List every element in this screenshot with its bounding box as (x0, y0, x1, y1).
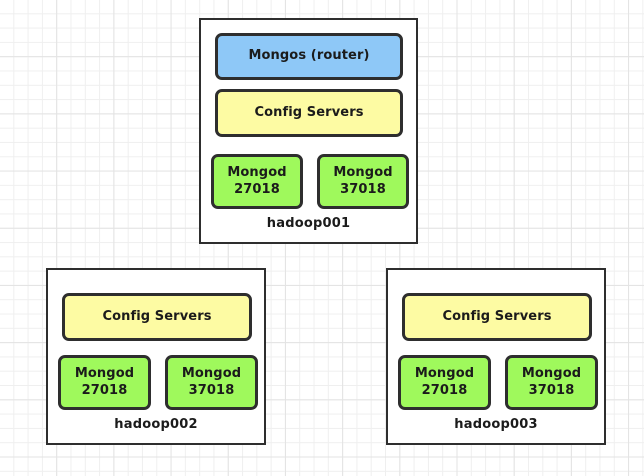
node-mongod-27018[interactable]: Mongod 27018 (58, 355, 151, 410)
node-port: 27018 (421, 382, 468, 398)
node-label: Mongod (333, 165, 393, 181)
node-label: Config Servers (102, 308, 212, 324)
node-mongod-27018[interactable]: Mongod 27018 (398, 355, 491, 410)
node-port: 37018 (188, 382, 235, 398)
node-port: 27018 (234, 181, 280, 197)
host-label-hadoop001: hadoop001 (266, 216, 351, 231)
node-port: 37018 (528, 382, 575, 398)
host-container-hadoop002: Config Servers Mongod 27018 Mongod 37018… (46, 268, 266, 445)
node-port: 27018 (81, 382, 128, 398)
node-config-servers[interactable]: Config Servers (402, 293, 592, 341)
node-label: Config Servers (254, 104, 364, 120)
node-label: Config Servers (442, 308, 552, 324)
node-mongos-router[interactable]: Mongos (router) (215, 33, 403, 80)
node-label: Mongos (router) (248, 48, 370, 64)
node-mongod-37018[interactable]: Mongod 37018 (165, 355, 258, 410)
node-label: Mongod (227, 165, 287, 181)
host-label-hadoop002: hadoop002 (114, 417, 198, 432)
node-config-servers[interactable]: Config Servers (62, 293, 252, 341)
node-label: Mongod (414, 366, 475, 382)
node-config-servers[interactable]: Config Servers (215, 89, 403, 137)
node-mongod-37018[interactable]: Mongod 37018 (317, 154, 409, 209)
node-label: Mongod (181, 366, 242, 382)
host-container-hadoop001: Mongos (router) Config Servers Mongod 27… (199, 18, 418, 244)
node-port: 37018 (340, 181, 386, 197)
node-label: Mongod (74, 366, 135, 382)
node-mongod-37018[interactable]: Mongod 37018 (505, 355, 598, 410)
host-container-hadoop003: Config Servers Mongod 27018 Mongod 37018… (386, 268, 606, 445)
host-label-hadoop003: hadoop003 (454, 417, 538, 432)
node-mongod-27018[interactable]: Mongod 27018 (211, 154, 303, 209)
node-label: Mongod (521, 366, 582, 382)
